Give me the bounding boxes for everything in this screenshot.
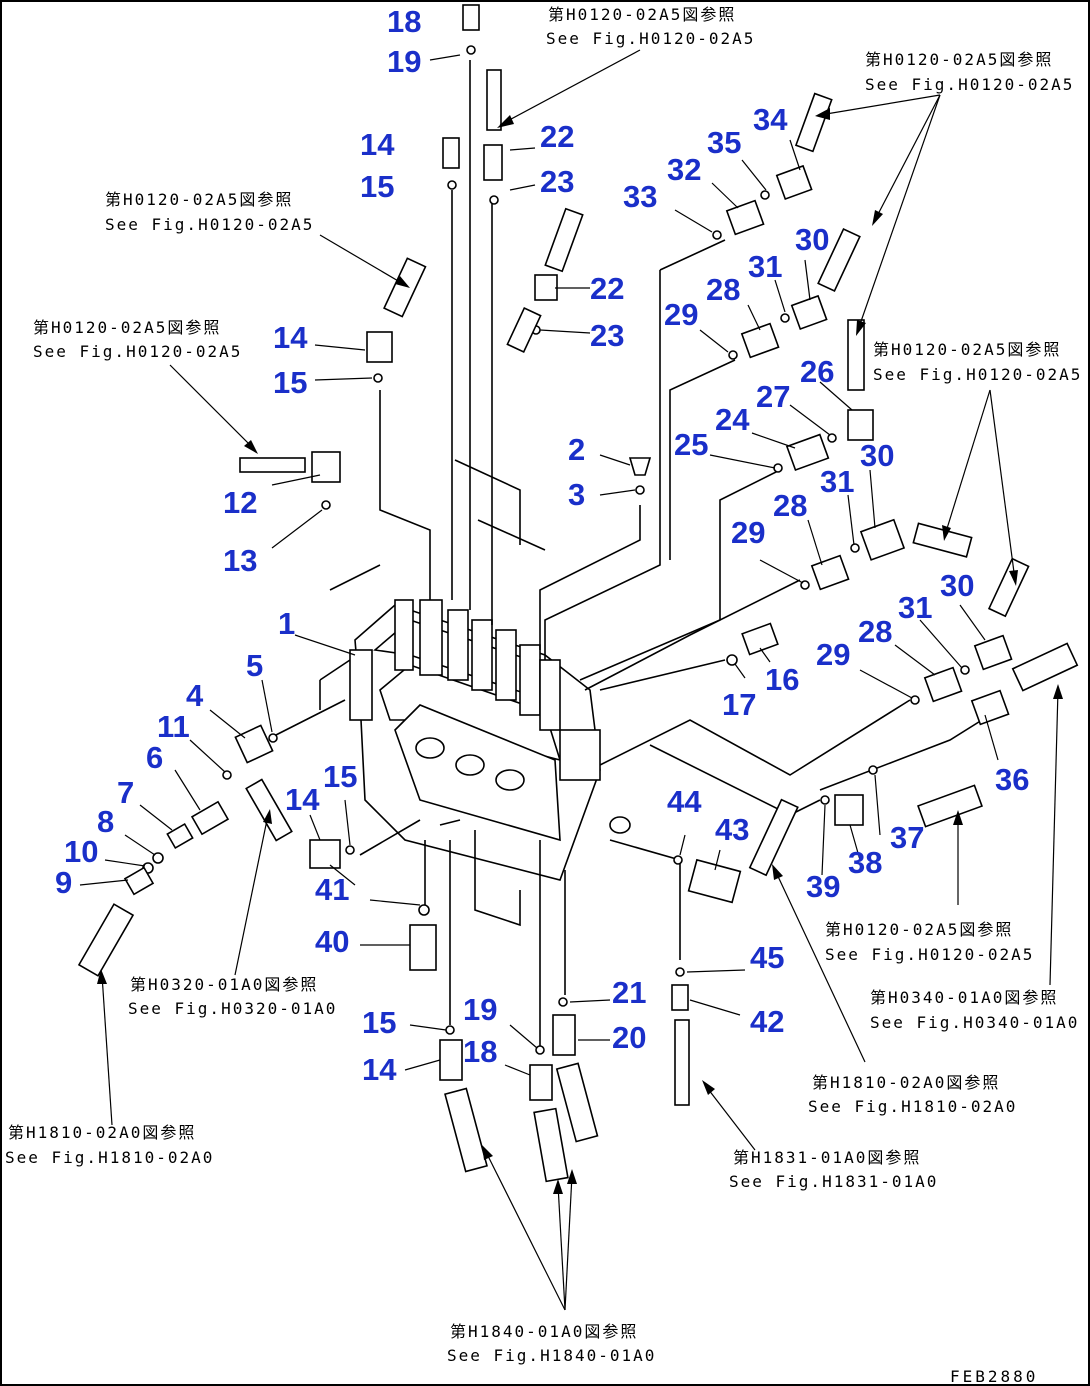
part-number-40: 40 [315, 924, 349, 959]
part-number-37: 37 [890, 820, 924, 855]
part-number-14-mid: 14 [273, 320, 308, 355]
part-number-22-mid: 22 [590, 271, 624, 306]
part-number-18-top: 18 [387, 4, 421, 39]
reference-arrows [97, 49, 1063, 1311]
part-number-20: 20 [612, 1020, 646, 1055]
part-number-29-upper: 29 [664, 297, 698, 332]
part-number-44: 44 [667, 784, 702, 819]
ref-top-center-en: See Fig.H0120-02A5 [546, 29, 755, 48]
part-number-39: 39 [806, 869, 840, 904]
part-number-27: 27 [756, 379, 790, 414]
part-number-2: 2 [568, 432, 585, 467]
ref-left-upper-en: See Fig.H0120-02A5 [105, 215, 314, 234]
part-number-10: 10 [64, 834, 98, 869]
part-number-42: 42 [750, 1004, 784, 1039]
pilot-piping [269, 60, 991, 1050]
ref-left-mid-en: See Fig.H0120-02A5 [33, 342, 242, 361]
ref-h1840-en: See Fig.H1840-01A0 [447, 1346, 656, 1365]
part-number-12: 12 [223, 485, 257, 520]
part-number-8: 8 [97, 804, 114, 839]
ref-center-h1810-en: See Fig.H1810-02A0 [808, 1097, 1017, 1116]
ref-center-h1810-jp: 第H1810-02A0図参照 [812, 1073, 1000, 1092]
part-number-30-upper: 30 [795, 222, 829, 257]
figure-references: 第H0120-02A5図参照 See Fig.H0120-02A5 第H0120… [5, 5, 1082, 1365]
part-number-3: 3 [568, 477, 585, 512]
part-number-1: 1 [278, 606, 295, 641]
ref-h0320-en: See Fig.H0320-01A0 [128, 999, 337, 1018]
part-number-11: 11 [157, 709, 190, 744]
part-number-15-mid: 15 [273, 365, 307, 400]
part-number-19-bottom: 19 [463, 992, 497, 1027]
ref-top-right-jp: 第H0120-02A5図参照 [865, 50, 1053, 69]
part-number-14-left: 14 [285, 782, 320, 817]
part-number-29-low: 29 [816, 637, 850, 672]
ref-h0340-jp: 第H0340-01A0図参照 [870, 988, 1058, 1007]
part-number-29-mid: 29 [731, 515, 765, 550]
part-number-28-low: 28 [858, 614, 892, 649]
part-number-22-top: 22 [540, 119, 574, 154]
part-number-14-bottom: 14 [362, 1052, 397, 1087]
part-number-34: 34 [753, 102, 788, 137]
part-number-7: 7 [117, 775, 134, 810]
part-number-38: 38 [848, 845, 882, 880]
part-number-15-bottom: 15 [362, 1005, 396, 1040]
ref-top-right-en: See Fig.H0120-02A5 [865, 75, 1074, 94]
part-number-30-mid: 30 [860, 438, 894, 473]
part-number-45: 45 [750, 940, 784, 975]
part-number-6: 6 [146, 740, 163, 775]
fittings [77, 4, 1079, 1183]
ref-h1831-en: See Fig.H1831-01A0 [729, 1172, 938, 1191]
part-number-30-low: 30 [940, 568, 974, 603]
ref-right-mid-jp: 第H0120-02A5図参照 [873, 340, 1061, 359]
part-number-17: 17 [722, 687, 756, 722]
part-number-31-low: 31 [898, 590, 932, 625]
part-number-31-upper: 31 [748, 249, 782, 284]
ref-right-mid-en: See Fig.H0120-02A5 [873, 365, 1082, 384]
part-number-28-mid: 28 [773, 488, 807, 523]
ref-h0340-en: See Fig.H0340-01A0 [870, 1013, 1079, 1032]
part-number-24: 24 [715, 402, 750, 437]
part-number-21: 21 [612, 975, 646, 1010]
part-numbers: 18 19 22 23 14 15 34 35 32 33 30 31 28 2… [55, 4, 1029, 1087]
part-number-35: 35 [707, 125, 741, 160]
part-number-32: 32 [667, 152, 701, 187]
part-number-33: 33 [623, 179, 657, 214]
ref-left-h1810-jp: 第H1810-02A0図参照 [8, 1123, 196, 1142]
part-number-4: 4 [186, 678, 204, 713]
ref-left-mid-jp: 第H0120-02A5図参照 [33, 318, 221, 337]
leader-lines [79, 54, 999, 1076]
part-number-13: 13 [223, 543, 257, 578]
part-number-18-bottom: 18 [463, 1034, 497, 1069]
part-number-23-top: 23 [540, 164, 574, 199]
part-number-41: 41 [315, 872, 349, 907]
part-number-26: 26 [800, 354, 834, 389]
drawing-code: FEB2880 [950, 1367, 1038, 1386]
part-number-25: 25 [674, 427, 708, 462]
ref-right-low-en: See Fig.H0120-02A5 [825, 945, 1034, 964]
part-number-19-top: 19 [387, 44, 421, 79]
part-number-43: 43 [715, 812, 749, 847]
part-number-9: 9 [55, 865, 72, 900]
ref-h1831-jp: 第H1831-01A0図参照 [733, 1148, 921, 1167]
part-number-16: 16 [765, 662, 799, 697]
part-number-5: 5 [246, 648, 263, 683]
part-number-15-left: 15 [323, 759, 357, 794]
ref-left-h1810-en: See Fig.H1810-02A0 [5, 1148, 214, 1167]
ref-left-upper-jp: 第H0120-02A5図参照 [105, 190, 293, 209]
part-number-23-mid: 23 [590, 318, 624, 353]
ref-top-center-jp: 第H0120-02A5図参照 [548, 5, 736, 24]
part-number-36: 36 [995, 762, 1029, 797]
part-number-31-mid: 31 [820, 464, 854, 499]
part-number-28-upper: 28 [706, 272, 740, 307]
ref-h1840-jp: 第H1840-01A0図参照 [450, 1322, 638, 1341]
part-number-15-top: 15 [360, 169, 394, 204]
ref-h0320-jp: 第H0320-01A0図参照 [130, 975, 318, 994]
ref-right-low-jp: 第H0120-02A5図参照 [825, 920, 1013, 939]
part-number-14-top: 14 [360, 127, 395, 162]
control-valve-body [319, 564, 631, 881]
